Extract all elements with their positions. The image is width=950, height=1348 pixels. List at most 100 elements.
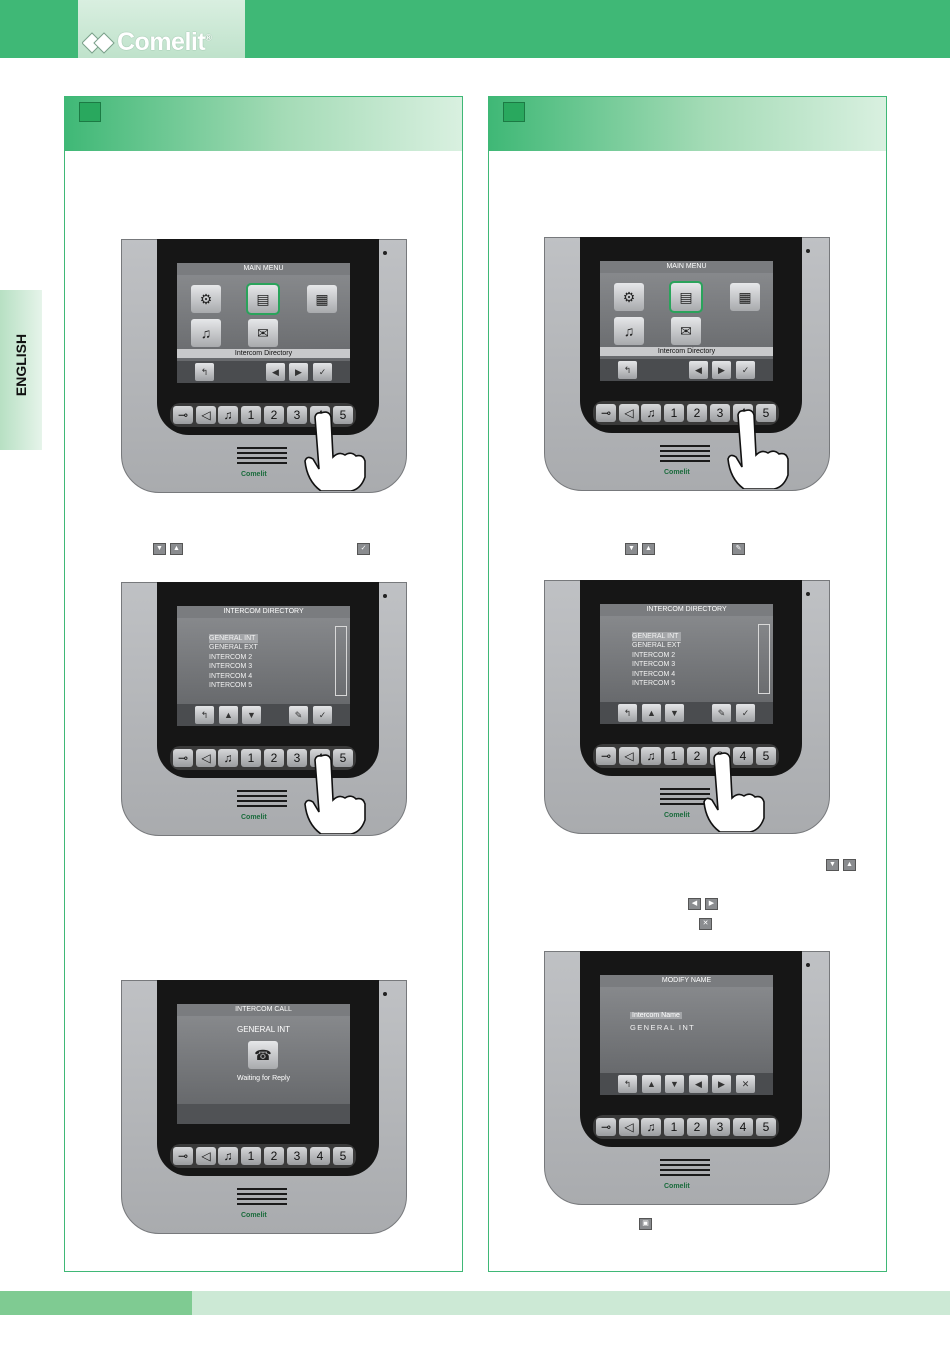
- key-icon[interactable]: ⊸: [596, 1118, 616, 1136]
- back-icon[interactable]: ↰: [618, 361, 637, 379]
- key-5[interactable]: 5: [756, 404, 776, 422]
- down-arrow-icon[interactable]: ▼: [665, 1075, 684, 1093]
- key-2[interactable]: 2: [687, 747, 707, 765]
- bell-icon[interactable]: ♫: [641, 404, 661, 422]
- key-2[interactable]: 2: [264, 406, 284, 424]
- key-4[interactable]: 4: [733, 747, 753, 765]
- settings-icon[interactable]: ⚙: [614, 283, 644, 311]
- key-1[interactable]: 1: [241, 406, 261, 424]
- list-item[interactable]: INTERCOM 5: [632, 680, 676, 688]
- key-2[interactable]: 2: [687, 404, 707, 422]
- led-indicator: [383, 992, 387, 996]
- list-item[interactable]: INTERCOM 2: [632, 651, 676, 659]
- speaker-icon[interactable]: ◁: [196, 406, 216, 424]
- list-item[interactable]: INTERCOM 2: [209, 653, 253, 661]
- key-3[interactable]: 3: [710, 1118, 730, 1136]
- confirm-icon[interactable]: ✓: [313, 706, 332, 724]
- settings-icon[interactable]: ⚙: [191, 285, 221, 313]
- key-3[interactable]: 3: [287, 1147, 307, 1165]
- confirm-icon[interactable]: ✓: [736, 361, 755, 379]
- name-label: Intercom Name: [630, 1012, 682, 1019]
- message-icon[interactable]: ✉: [671, 317, 701, 345]
- scrollbar[interactable]: [335, 626, 347, 696]
- key-5[interactable]: 5: [333, 749, 353, 767]
- key-2[interactable]: 2: [264, 1147, 284, 1165]
- down-arrow-icon[interactable]: ▼: [665, 704, 684, 722]
- edit-icon[interactable]: ✎: [712, 704, 731, 722]
- scrollbar[interactable]: [758, 624, 770, 694]
- key-5[interactable]: 5: [756, 747, 776, 765]
- bell-icon[interactable]: ♫: [218, 749, 238, 767]
- key-1[interactable]: 1: [664, 1118, 684, 1136]
- name-value[interactable]: GENERAL INT: [630, 1023, 696, 1032]
- speaker-icon[interactable]: ◁: [619, 404, 639, 422]
- bell-icon[interactable]: ♫: [218, 1147, 238, 1165]
- key-2[interactable]: 2: [264, 749, 284, 767]
- list-item[interactable]: GENERAL EXT: [632, 642, 681, 650]
- back-icon[interactable]: ↰: [618, 704, 637, 722]
- key-2[interactable]: 2: [687, 1118, 707, 1136]
- key-1[interactable]: 1: [241, 749, 261, 767]
- key-1[interactable]: 1: [664, 747, 684, 765]
- list-item[interactable]: INTERCOM 3: [632, 661, 676, 669]
- comelit-logo-icon: [82, 32, 115, 54]
- speaker-icon[interactable]: ◁: [196, 1147, 216, 1165]
- key-4[interactable]: 4: [733, 1118, 753, 1136]
- key-5[interactable]: 5: [333, 406, 353, 424]
- confirm-icon[interactable]: ✓: [736, 704, 755, 722]
- back-icon[interactable]: ↰: [195, 706, 214, 724]
- key-3[interactable]: 3: [287, 749, 307, 767]
- key-1[interactable]: 1: [241, 1147, 261, 1165]
- left-arrow-icon[interactable]: ◀: [689, 1075, 708, 1093]
- back-icon[interactable]: ↰: [195, 363, 214, 381]
- list-item[interactable]: INTERCOM 4: [632, 670, 676, 678]
- key-5[interactable]: 5: [756, 1118, 776, 1136]
- device-modify-name: MODIFY NAME Intercom Name GENERAL INT ↰ …: [544, 951, 830, 1205]
- list-item[interactable]: INTERCOM 4: [209, 672, 253, 680]
- key-4[interactable]: 4: [310, 1147, 330, 1165]
- screen-caption: Intercom Directory: [600, 347, 773, 356]
- up-arrow-icon[interactable]: ▲: [219, 706, 238, 724]
- right-arrow-icon[interactable]: ▶: [712, 1075, 731, 1093]
- key-icon[interactable]: ⊸: [596, 404, 616, 422]
- bell-icon[interactable]: ♫: [641, 1118, 661, 1136]
- delete-icon[interactable]: ✕: [736, 1075, 755, 1093]
- right-arrow-icon[interactable]: ▶: [712, 361, 731, 379]
- bell-icon[interactable]: ♫: [641, 747, 661, 765]
- back-icon[interactable]: ↰: [618, 1075, 637, 1093]
- up-arrow-icon[interactable]: ▲: [642, 704, 661, 722]
- edit-icon[interactable]: ✎: [289, 706, 308, 724]
- left-arrow-icon[interactable]: ◀: [266, 363, 285, 381]
- key-icon[interactable]: ⊸: [173, 1147, 193, 1165]
- film-icon[interactable]: ▦: [307, 285, 337, 313]
- message-icon[interactable]: ✉: [248, 319, 278, 347]
- speaker-icon[interactable]: ◁: [196, 749, 216, 767]
- screen: MODIFY NAME Intercom Name GENERAL INT ↰ …: [600, 975, 773, 1095]
- key-1[interactable]: 1: [664, 404, 684, 422]
- list-item[interactable]: GENERAL INT: [209, 634, 258, 644]
- key-3[interactable]: 3: [287, 406, 307, 424]
- right-arrow-icon[interactable]: ▶: [289, 363, 308, 381]
- key-5[interactable]: 5: [333, 1147, 353, 1165]
- speaker-icon[interactable]: ◁: [619, 1118, 639, 1136]
- key-icon[interactable]: ⊸: [173, 406, 193, 424]
- list-item[interactable]: INTERCOM 3: [209, 663, 253, 671]
- down-arrow-icon[interactable]: ▼: [242, 706, 261, 724]
- music-icon[interactable]: ♫: [191, 319, 221, 347]
- list-item[interactable]: GENERAL EXT: [209, 644, 258, 652]
- film-icon[interactable]: ▦: [730, 283, 760, 311]
- music-icon[interactable]: ♫: [614, 317, 644, 345]
- list-item[interactable]: GENERAL INT: [632, 632, 681, 642]
- up-arrow-icon[interactable]: ▲: [642, 1075, 661, 1093]
- bell-icon[interactable]: ♫: [218, 406, 238, 424]
- speaker-icon[interactable]: ◁: [619, 747, 639, 765]
- screen-toolbar: ↰ ◀ ▶ ✓: [600, 359, 773, 381]
- key-icon[interactable]: ⊸: [173, 749, 193, 767]
- key-3[interactable]: 3: [710, 404, 730, 422]
- key-icon[interactable]: ⊸: [596, 747, 616, 765]
- directory-icon[interactable]: ▤: [669, 281, 703, 313]
- confirm-icon[interactable]: ✓: [313, 363, 332, 381]
- left-arrow-icon[interactable]: ◀: [689, 361, 708, 379]
- list-item[interactable]: INTERCOM 5: [209, 682, 253, 690]
- directory-icon[interactable]: ▤: [246, 283, 280, 315]
